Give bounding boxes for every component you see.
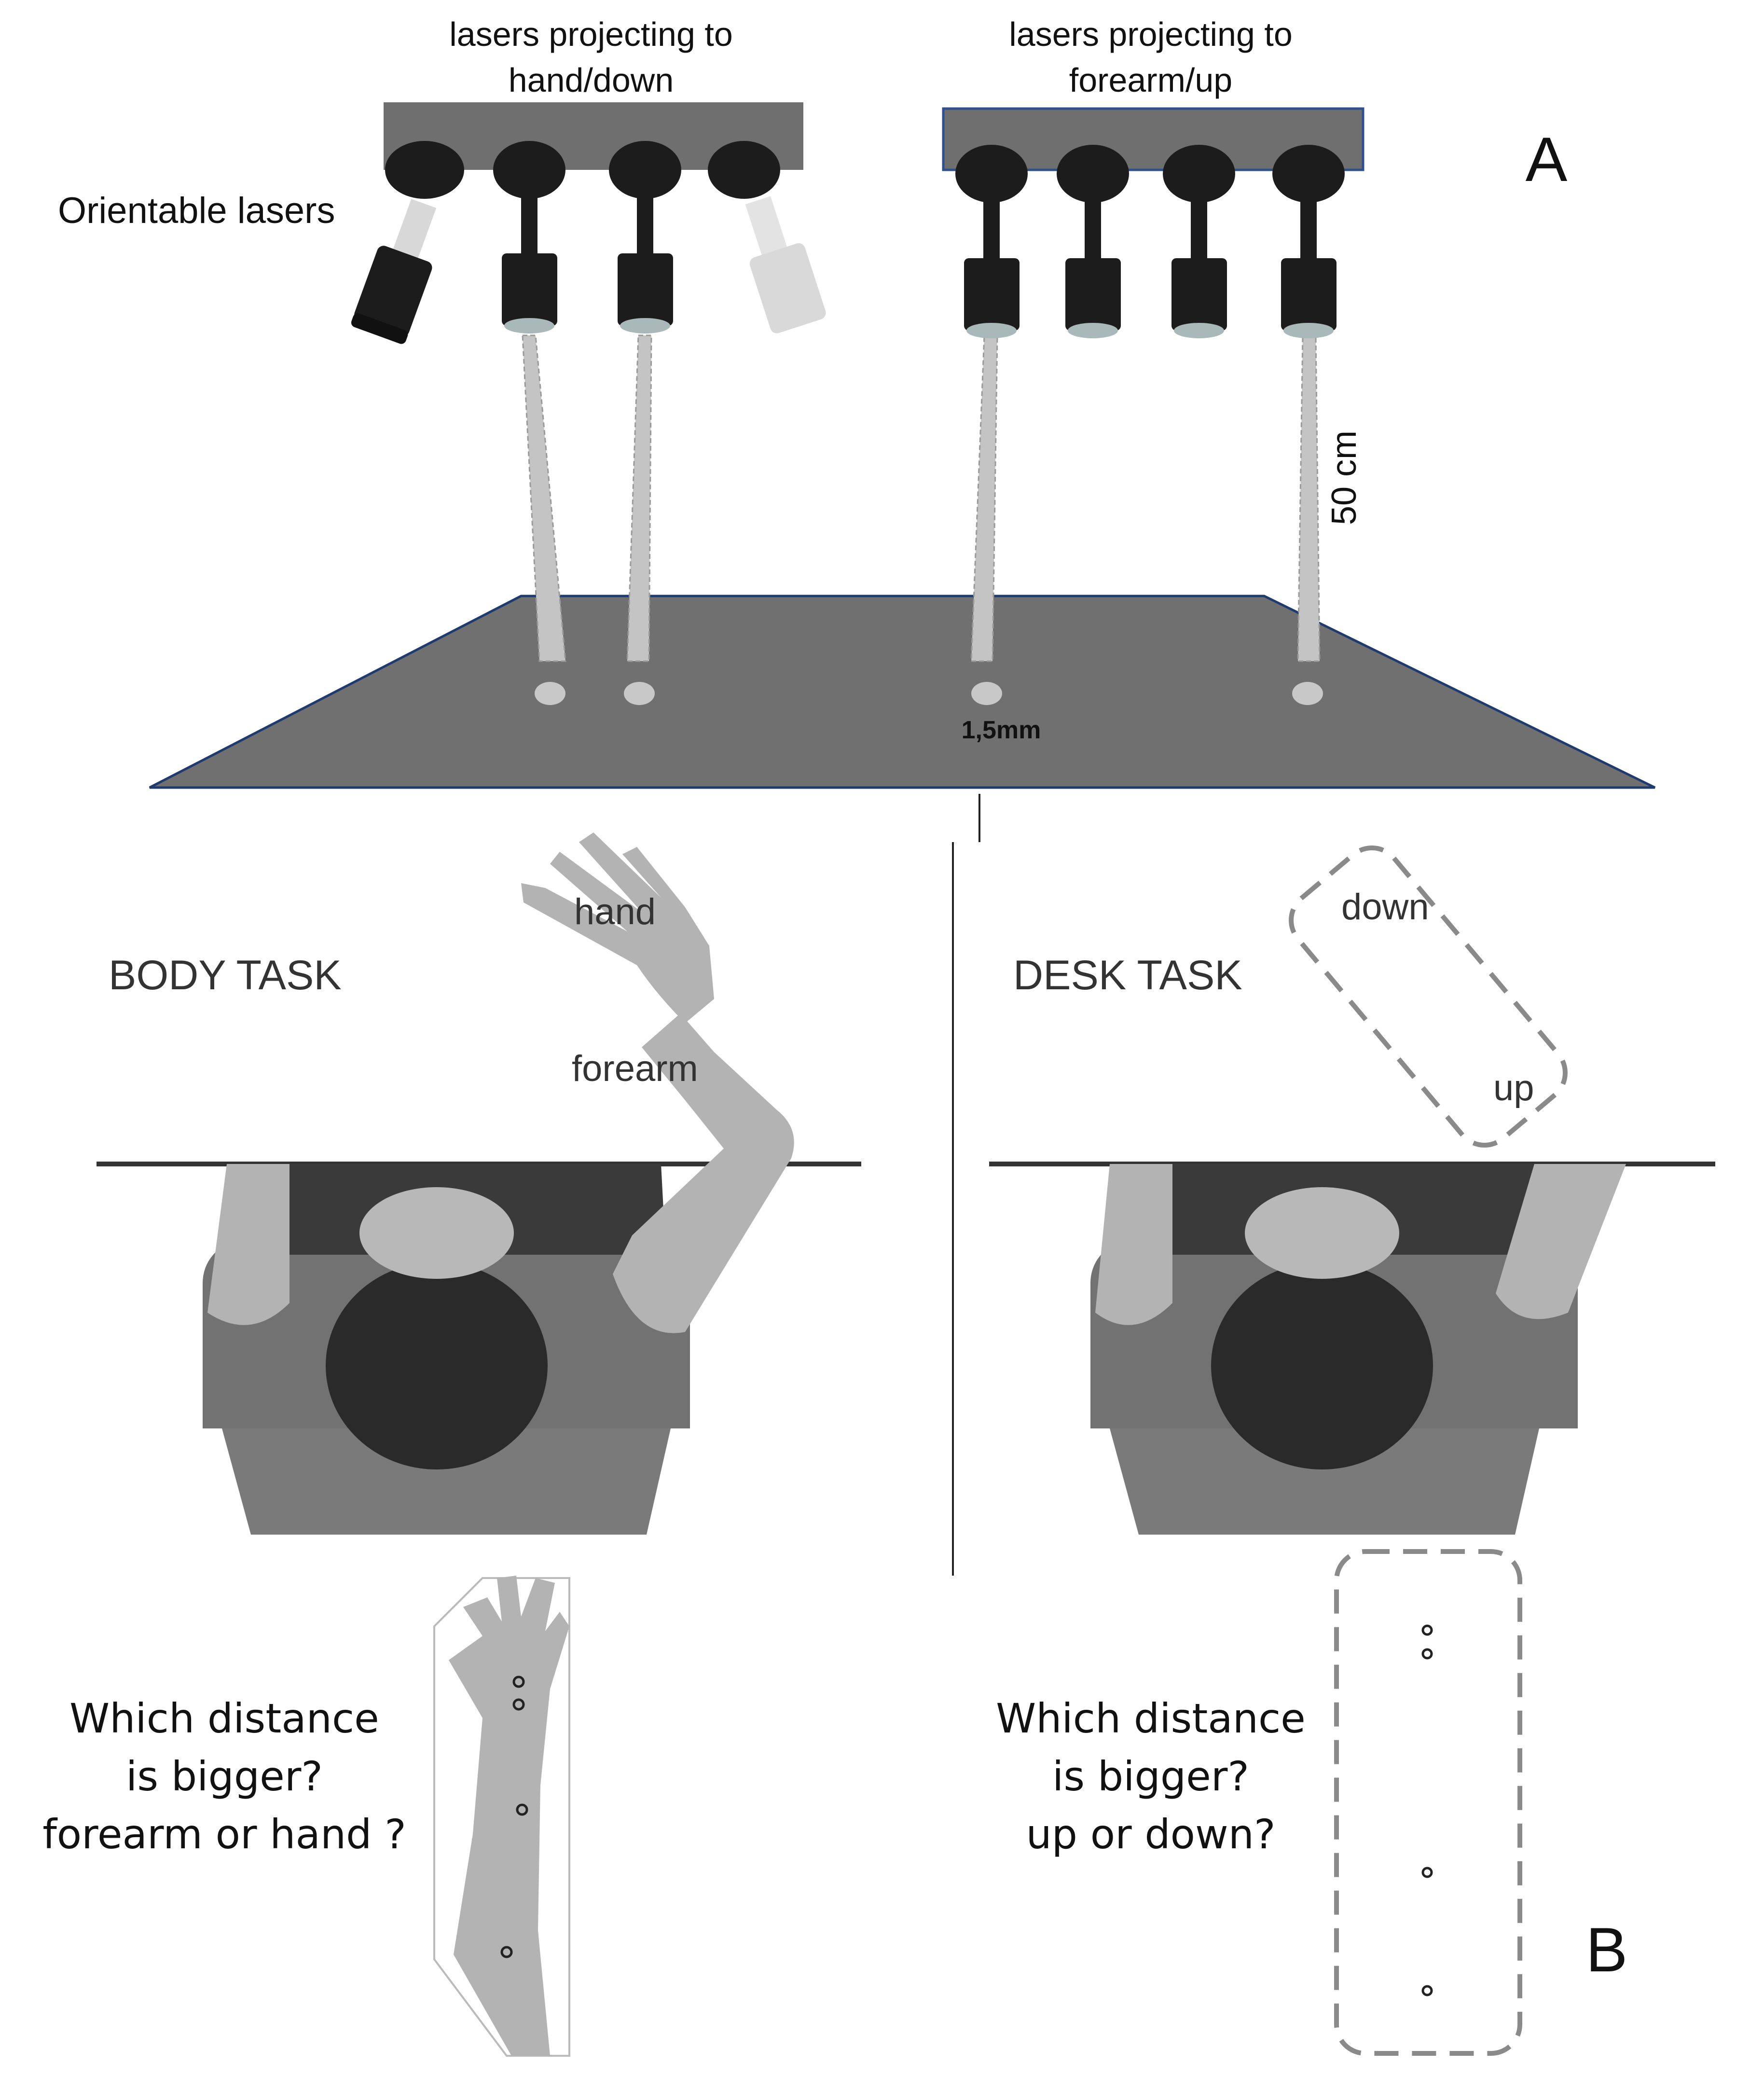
laser-beam: [626, 334, 652, 662]
desk-target-outline: [1289, 845, 1568, 1148]
laser-unit: [493, 141, 565, 333]
body-left-arm: [207, 1164, 289, 1325]
touch-dot: [1421, 1985, 1433, 1996]
panel-b-letter: B: [1586, 1914, 1628, 1985]
desk-question-line2: is bigger?: [1052, 1753, 1249, 1800]
desk-chair: [1110, 1428, 1539, 1535]
laser-body-icon: [745, 196, 826, 333]
forearm-example: [433, 1576, 570, 2057]
body-task-title: BODY TASK: [109, 952, 342, 998]
laser-spot: [624, 682, 655, 705]
left-group-title-line1: lasers projecting to: [449, 15, 733, 53]
body-head: [326, 1262, 548, 1469]
distance-label: 50 cm: [1325, 430, 1364, 525]
right-group-title-line2: forearm/up: [1069, 61, 1232, 99]
laser-head-icon: [385, 141, 464, 199]
touch-dot: [516, 1803, 528, 1816]
body-hand-icon: [521, 832, 714, 1023]
touch-dot: [1421, 1867, 1433, 1878]
right-group-title-line1: lasers projecting to: [1009, 15, 1293, 53]
laser-head-icon: [493, 141, 565, 199]
desk-task-title: DESK TASK: [1013, 952, 1242, 998]
laser-head-icon: [1163, 145, 1235, 203]
desk-task-scene: DESK TASK down up: [989, 845, 1715, 1535]
laser-units: [351, 141, 1345, 344]
laser-body-icon: [351, 199, 437, 344]
body-label-forearm: forearm: [572, 1048, 698, 1089]
body-question-line3: forearm or hand ?: [42, 1811, 406, 1858]
laser-head-icon: [1272, 145, 1345, 203]
forearm-arm-shape: [449, 1576, 569, 2056]
laser-unit: [1272, 145, 1345, 338]
laser-head-icon: [1057, 145, 1129, 203]
touch-dot: [500, 1946, 513, 1958]
desk-right-arm: [1496, 1164, 1626, 1319]
desk-label-up: up: [1493, 1067, 1534, 1108]
laser-head-icon: [708, 141, 780, 199]
desk-left-arm: [1095, 1164, 1172, 1325]
touch-dot: [512, 1676, 525, 1688]
touch-dot: [512, 1698, 525, 1711]
panel-a-letter: A: [1526, 124, 1568, 194]
desk-question-line1: Which distance: [996, 1695, 1306, 1742]
desk-strip-outline: [1334, 1549, 1522, 2056]
touch-dot: [1421, 1624, 1433, 1636]
touch-dot: [1421, 1648, 1433, 1660]
body-label-hand: hand: [574, 891, 656, 932]
laser-spot: [1292, 682, 1323, 705]
body-question-line2: is bigger?: [126, 1753, 323, 1800]
body-question-line1: Which distance: [69, 1695, 379, 1742]
panel-a: lasers projecting to hand/down lasers pr…: [58, 15, 1656, 789]
laser-unit: [1163, 145, 1235, 338]
left-group-title-line2: hand/down: [509, 61, 674, 99]
laser-beam: [522, 334, 566, 662]
desk-head: [1211, 1262, 1433, 1469]
desk-example: [1334, 1549, 1522, 2056]
laser-beam: [1297, 334, 1321, 662]
table-surface: [149, 595, 1656, 789]
laser-spots: [535, 682, 1323, 705]
laser-unit: [609, 141, 681, 333]
laser-unit-tilted-left: [351, 141, 464, 344]
body-chair: [222, 1428, 671, 1535]
body-question: Which distance is bigger? forearm or han…: [42, 1695, 406, 1858]
laser-head-icon: [609, 141, 681, 199]
body-face-oval: [359, 1187, 514, 1279]
laser-spot: [971, 682, 1002, 705]
spot-size-label: 1,5mm: [962, 716, 1041, 744]
laser-beam: [970, 334, 998, 662]
desk-question-line3: up or down?: [1026, 1811, 1275, 1858]
laser-head-icon: [955, 145, 1028, 203]
body-right-arm: [613, 1013, 794, 1333]
body-task-scene: BODY TASK hand forearm: [96, 832, 861, 1535]
desk-label-down: down: [1341, 887, 1429, 928]
desk-face-oval: [1245, 1187, 1399, 1279]
laser-spot: [535, 682, 565, 705]
laser-unit-tilted-right: [708, 141, 826, 333]
orientable-lasers-label: Orientable lasers: [58, 190, 335, 231]
laser-unit: [1057, 145, 1129, 338]
desk-question: Which distance is bigger? up or down?: [996, 1695, 1306, 1858]
laser-unit: [955, 145, 1028, 338]
